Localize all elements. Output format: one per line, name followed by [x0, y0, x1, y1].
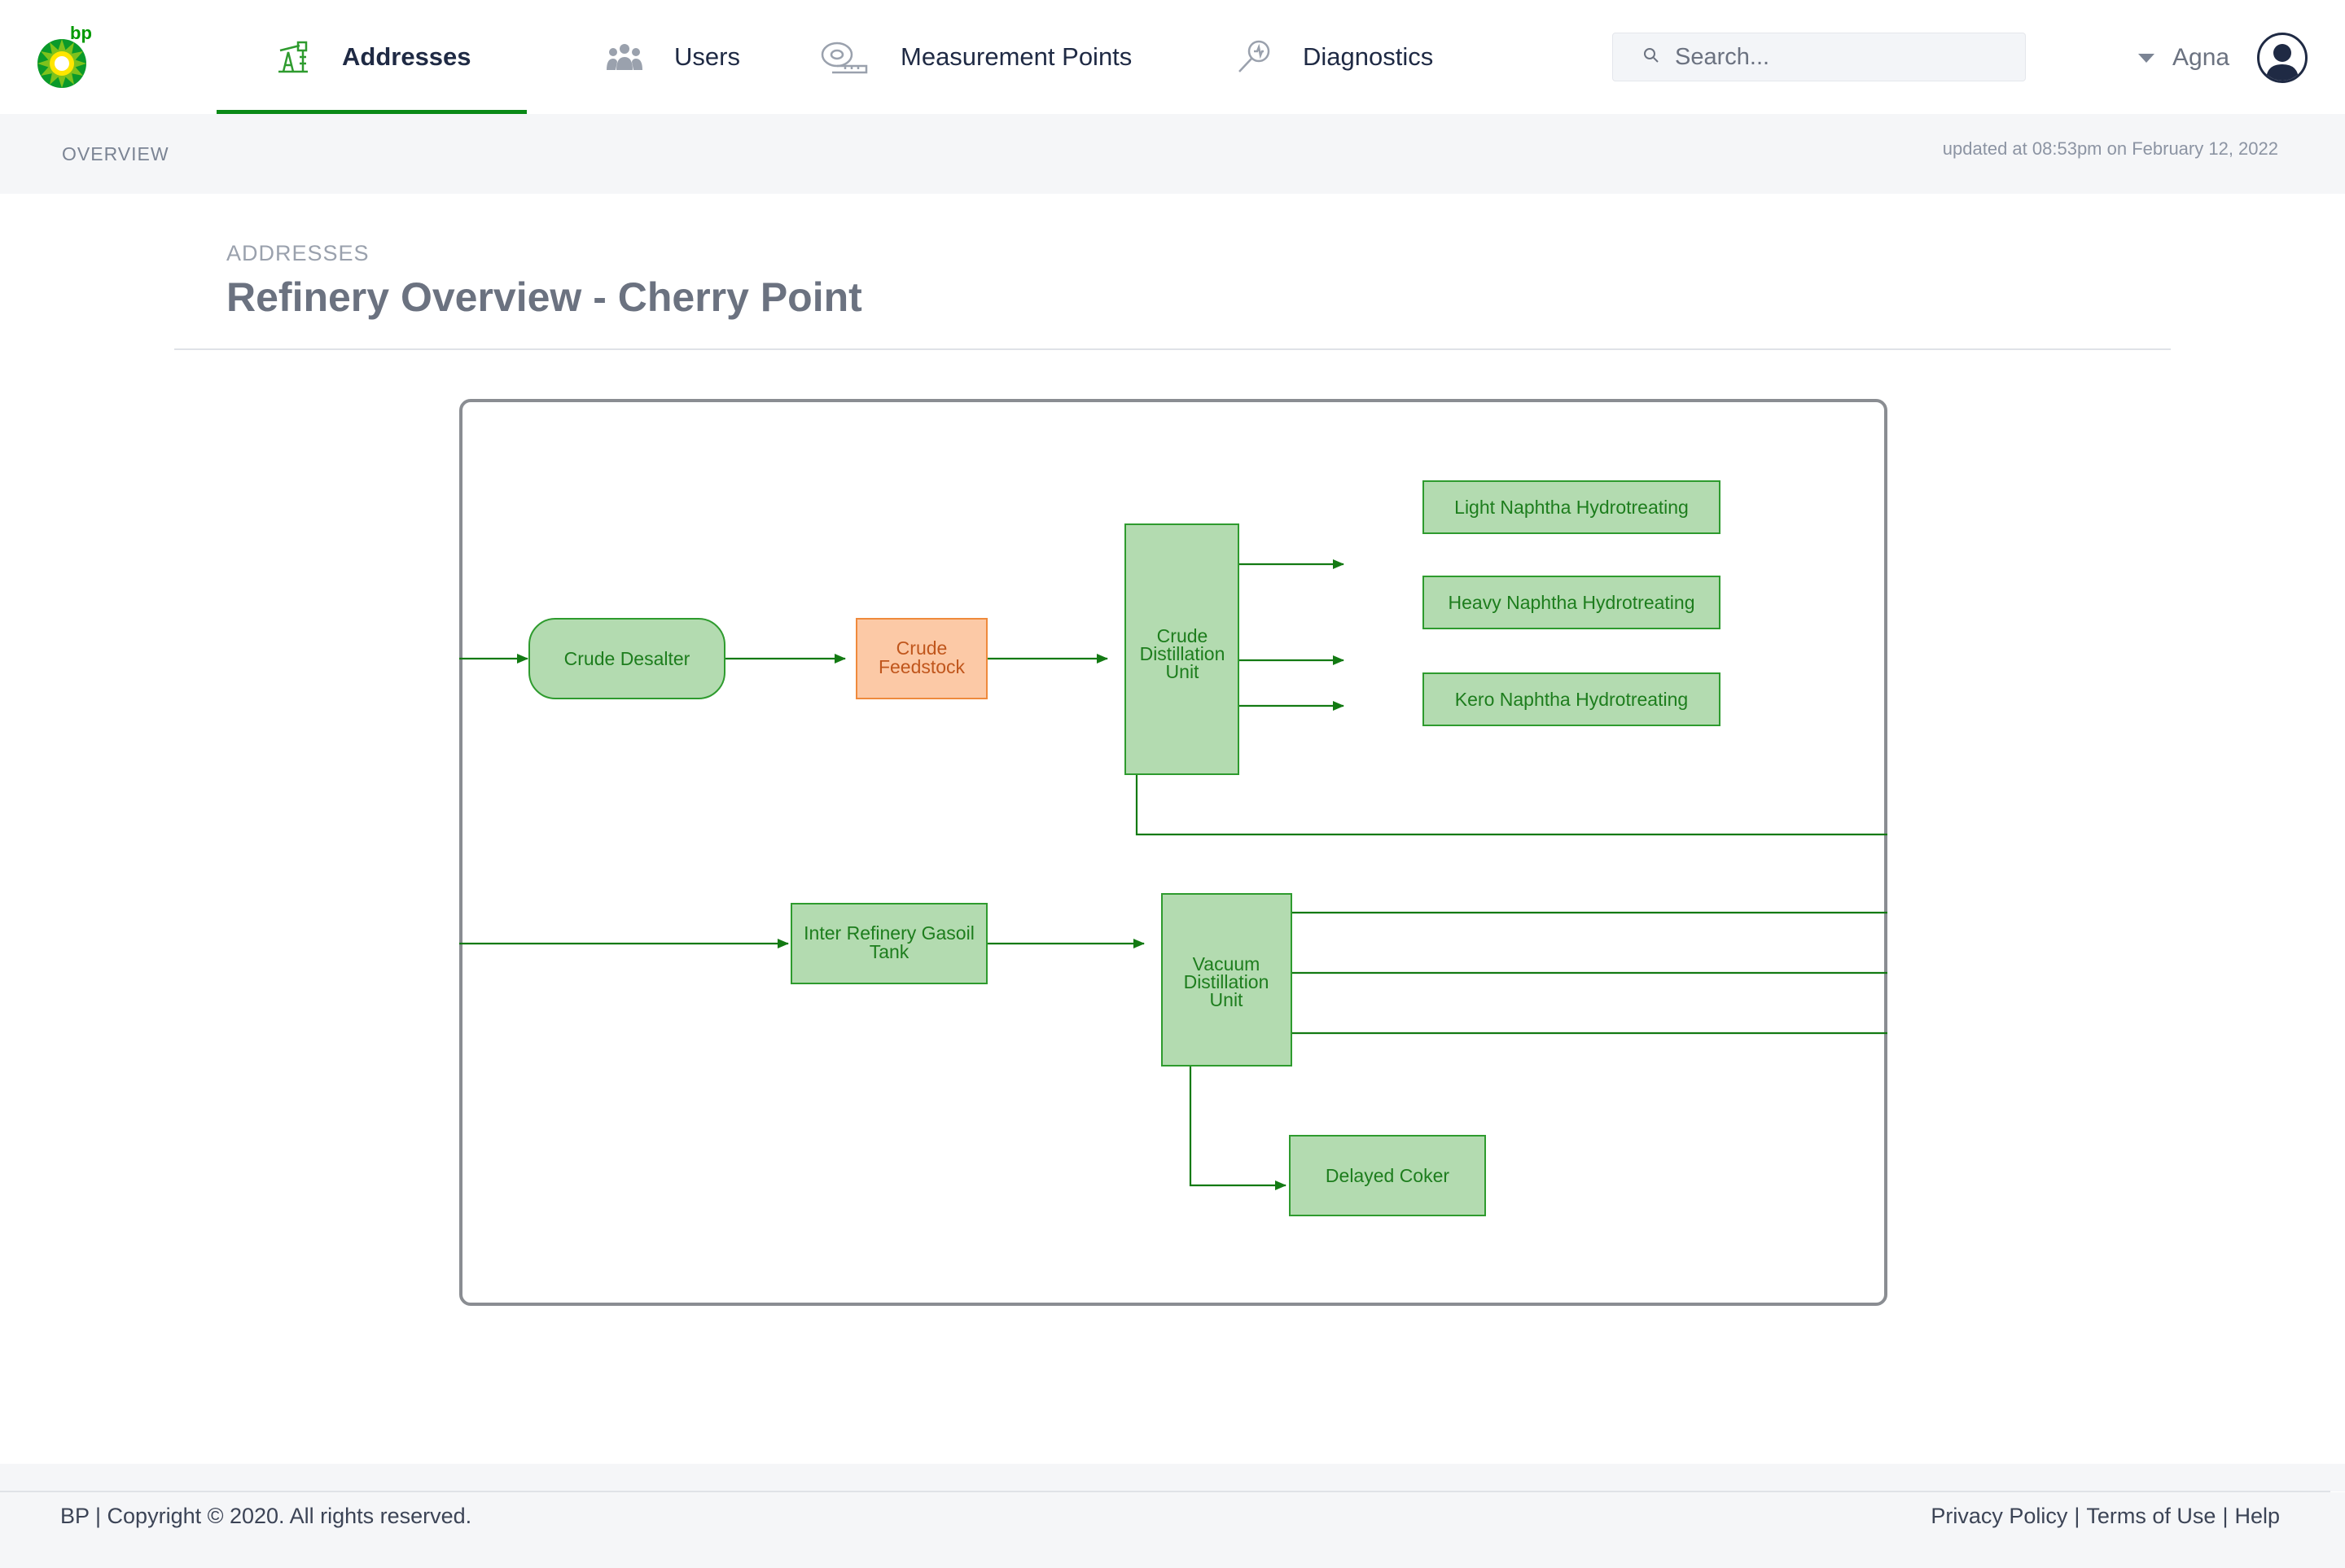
- footer-link-separator: |: [2222, 1504, 2229, 1528]
- oil-pump-icon: [275, 41, 311, 73]
- node-crude-distillation-unit[interactable]: Crude Distillation Unit: [1124, 523, 1239, 775]
- active-tab-indicator: [217, 110, 527, 116]
- bp-helios-icon: [37, 39, 86, 88]
- footer-link-separator: |: [2074, 1504, 2080, 1528]
- footer-links: Privacy Policy | Terms of Use | Help: [1931, 1504, 2280, 1529]
- footer-divider: [0, 1491, 2330, 1492]
- node-cdu-label-2: Distillation: [1140, 643, 1225, 664]
- node-crude-desalter-label: Crude Desalter: [564, 648, 690, 669]
- nav-users[interactable]: Users: [606, 0, 740, 114]
- nav-users-label: Users: [674, 42, 740, 71]
- nav-measurement-points[interactable]: Measurement Points: [821, 0, 1132, 114]
- nav-addresses[interactable]: Addresses: [275, 0, 471, 114]
- refinery-flow-diagram: Crude Desalter Crude Feedstock Crude Dis…: [459, 399, 1887, 1306]
- user-silhouette-icon: [2266, 44, 2299, 81]
- section-label: ADDRESSES: [226, 241, 370, 265]
- node-inter-refinery-gasoil-tank[interactable]: Inter Refinery Gasoil Tank: [791, 903, 988, 984]
- node-kero-naphtha-label: Kero Naphtha Hydrotreating: [1455, 689, 1688, 710]
- nav-measurement-points-label: Measurement Points: [901, 42, 1133, 71]
- node-light-naphtha-label: Light Naphtha Hydrotreating: [1454, 497, 1689, 518]
- node-light-naphtha-hydrotreating[interactable]: Light Naphtha Hydrotreating: [1422, 480, 1720, 534]
- nav-diagnostics[interactable]: Diagnostics: [1236, 0, 1433, 114]
- help-link[interactable]: Help: [2234, 1504, 2280, 1528]
- node-delayed-coker[interactable]: Delayed Coker: [1289, 1135, 1486, 1216]
- node-cdu-label-3: Unit: [1166, 661, 1200, 682]
- title-divider: [174, 348, 2171, 350]
- nav-diagnostics-label: Diagnostics: [1303, 42, 1434, 71]
- flow-line-vdu-to-coker: [1189, 1063, 1286, 1190]
- magnifier-diagnostics-icon: [1236, 39, 1272, 75]
- top-navigation-bar: bp: [0, 0, 2345, 116]
- page-title: Refinery Overview - Cherry Point: [226, 274, 862, 320]
- footer: BP | Copyright © 2020. All rights reserv…: [0, 1492, 2345, 1568]
- node-crude-desalter[interactable]: Crude Desalter: [528, 618, 725, 699]
- node-crude-feedstock-label-2: Feedstock: [879, 656, 966, 677]
- user-name[interactable]: Agna: [2172, 44, 2230, 71]
- flow-line-cdu-bottoms: [1135, 770, 1887, 836]
- node-heavy-naphtha-hydrotreating[interactable]: Heavy Naphtha Hydrotreating: [1422, 576, 1720, 629]
- node-crude-feedstock[interactable]: Crude Feedstock: [856, 618, 988, 699]
- copyright-text: BP | Copyright © 2020. All rights reserv…: [60, 1504, 472, 1528]
- search-icon: [1642, 46, 1660, 68]
- node-heavy-naphtha-label: Heavy Naphtha Hydrotreating: [1449, 592, 1695, 613]
- nav-addresses-label: Addresses: [342, 42, 471, 71]
- node-vdu-label-3: Unit: [1210, 989, 1244, 1010]
- node-vacuum-distillation-unit[interactable]: Vacuum Distillation Unit: [1161, 893, 1292, 1067]
- chevron-down-icon[interactable]: [2138, 53, 2154, 63]
- node-crude-feedstock-label-1: Crude: [896, 637, 948, 659]
- node-vdu-label-2: Distillation: [1184, 971, 1269, 992]
- node-gasoil-tank-label-2: Tank: [870, 941, 910, 962]
- measuring-tape-icon: [821, 40, 870, 74]
- sub-header-bar: OVERVIEW updated at 08:53pm on February …: [0, 114, 2345, 194]
- node-vdu-label-1: Vacuum: [1193, 953, 1260, 975]
- user-menu[interactable]: Agna: [2138, 29, 2308, 86]
- node-delayed-coker-label: Delayed Coker: [1326, 1165, 1449, 1186]
- avatar[interactable]: [2257, 33, 2308, 83]
- bp-logo-text: bp: [70, 23, 92, 43]
- search-input[interactable]: [1675, 43, 2017, 71]
- last-updated-text: updated at 08:53pm on February 12, 2022: [1942, 138, 2278, 159]
- users-group-icon: [606, 42, 643, 72]
- breadcrumb[interactable]: OVERVIEW: [62, 143, 169, 164]
- main-content-card: ADDRESSES Refinery Overview - Cherry Poi…: [174, 194, 2171, 1464]
- privacy-policy-link[interactable]: Privacy Policy: [1931, 1504, 2068, 1528]
- terms-of-use-link[interactable]: Terms of Use: [2086, 1504, 2216, 1528]
- bp-logo[interactable]: bp: [36, 23, 93, 91]
- node-gasoil-tank-label-1: Inter Refinery Gasoil: [804, 922, 975, 944]
- footer-spacer: [0, 1464, 2345, 1491]
- node-cdu-label-1: Crude: [1157, 625, 1208, 646]
- node-kero-naphtha-hydrotreating[interactable]: Kero Naphtha Hydrotreating: [1422, 672, 1720, 726]
- search-box[interactable]: [1612, 33, 2026, 81]
